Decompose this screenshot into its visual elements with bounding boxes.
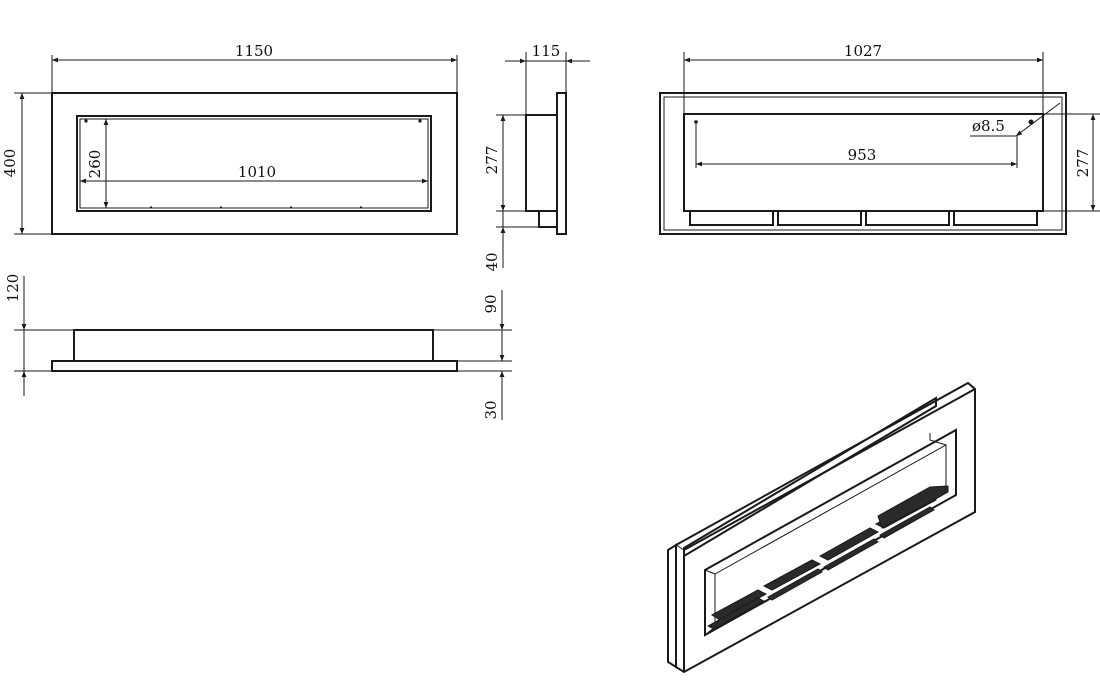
front-outer-frame bbox=[51, 92, 458, 235]
back-view: 1027 953 ø8.5 277 bbox=[659, 42, 1100, 235]
dim-hole-spacing: 953 bbox=[848, 146, 877, 164]
dim-opening-width: 1010 bbox=[238, 163, 276, 181]
front-view: 1150 400 1010 260 bbox=[1, 42, 458, 235]
dim-lower-offset: 40 bbox=[483, 252, 501, 271]
front-opening bbox=[79, 118, 429, 209]
dim-overall-width: 1150 bbox=[235, 42, 273, 60]
top-view: 120 90 30 bbox=[4, 274, 512, 420]
iso-opening bbox=[704, 428, 957, 637]
iso-burner-trays bbox=[706, 485, 949, 630]
iso-frame-side bbox=[667, 543, 677, 669]
dim-top-body-height: 90 bbox=[482, 294, 500, 313]
top-flange bbox=[51, 360, 458, 372]
front-mount-hole-right bbox=[418, 119, 422, 123]
dim-side-body-height: 277 bbox=[483, 146, 501, 175]
dim-back-width: 1027 bbox=[844, 42, 882, 60]
dim-overall-height: 400 bbox=[1, 149, 19, 178]
side-body bbox=[525, 114, 558, 212]
front-inner-frame bbox=[76, 115, 432, 212]
front-mount-hole-left bbox=[84, 119, 88, 123]
back-burner-trays bbox=[689, 210, 1038, 226]
side-view: 115 277 40 bbox=[483, 42, 590, 272]
hole-diameter-leader bbox=[1015, 102, 1061, 137]
dim-hole-diameter: ø8.5 bbox=[972, 117, 1005, 135]
dim-depth: 115 bbox=[532, 42, 561, 60]
dim-top-total-height: 120 bbox=[4, 274, 22, 303]
side-flange bbox=[556, 92, 567, 235]
top-body bbox=[73, 329, 434, 362]
isometric-view bbox=[667, 381, 976, 674]
dim-flange-thickness: 30 bbox=[482, 400, 500, 419]
dim-opening-height: 260 bbox=[86, 150, 104, 179]
back-outer-frame bbox=[659, 92, 1067, 235]
iso-frame-outer bbox=[675, 381, 976, 674]
back-body bbox=[683, 113, 1044, 212]
back-mount-hole-left bbox=[694, 120, 698, 124]
dim-back-body-height: 277 bbox=[1074, 149, 1092, 178]
side-lower-step bbox=[538, 210, 558, 228]
